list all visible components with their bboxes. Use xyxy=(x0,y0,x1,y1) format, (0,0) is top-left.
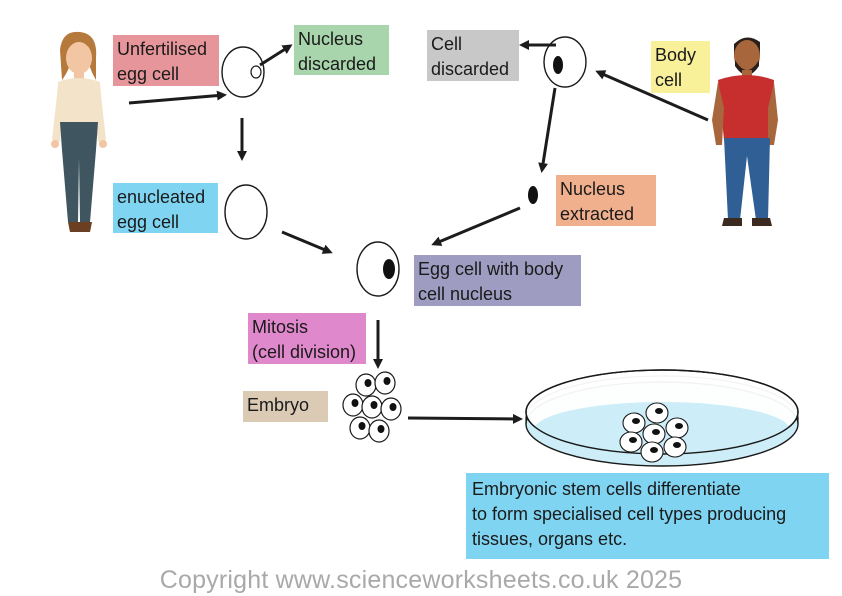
label-egg-cell-with-body-nucleus: Egg cell with body cell nucleus xyxy=(414,255,581,306)
stem-cell xyxy=(640,441,664,463)
arrow-egg-to-nucleus-discarded xyxy=(259,44,293,67)
embryo-cluster xyxy=(342,371,402,443)
label-embryo: Embryo xyxy=(243,391,328,422)
arrow-nucleus-to-fused xyxy=(431,206,521,246)
man-figure xyxy=(712,37,778,226)
label-unfertilised-egg-cell: Unfertilised egg cell xyxy=(113,35,219,86)
label-line: Cell xyxy=(431,34,463,54)
stem-cell-cluster xyxy=(619,402,689,463)
enucleated-egg-cell xyxy=(224,184,268,240)
label-line: Nucleus xyxy=(560,179,626,199)
embryo-cell xyxy=(380,397,402,421)
stem-cell xyxy=(663,436,687,458)
label-line: discarded xyxy=(298,54,377,74)
egg-cell-with-body-nucleus xyxy=(356,241,400,297)
label-line: Nucleus xyxy=(298,29,364,49)
label-line: egg cell xyxy=(117,212,180,232)
unfertilised-egg-cell xyxy=(221,46,265,98)
label-line: discarded xyxy=(431,59,510,79)
label-stem-cells: Embryonic stem cells differentiate to fo… xyxy=(466,473,829,559)
label-line: cell nucleus xyxy=(418,284,513,304)
label-line: enucleated xyxy=(117,187,206,207)
arrow-enucleated-to-fused xyxy=(281,230,333,254)
label-nucleus-extracted: Nucleus extracted xyxy=(556,175,656,226)
label-line: Embryonic stem cells differentiate xyxy=(472,479,741,499)
stem-cell xyxy=(619,431,643,453)
label-line: Body xyxy=(655,45,697,65)
label-nucleus-discarded: Nucleus discarded xyxy=(294,25,389,75)
extracted-nucleus xyxy=(528,186,538,204)
copyright-footer: Copyright www.scienceworksheets.co.uk 20… xyxy=(159,566,683,594)
label-line: tissues, organs etc. xyxy=(472,529,628,549)
woman-figure xyxy=(51,31,107,232)
arrow-woman-to-egg xyxy=(128,90,227,105)
stem-cell xyxy=(645,402,669,424)
label-body-cell: Body cell xyxy=(651,41,710,93)
label-line: Embryo xyxy=(247,395,310,415)
label-line: extracted xyxy=(560,204,635,224)
embryo-cell xyxy=(355,373,377,397)
label-line: egg cell xyxy=(117,64,180,84)
label-line: (cell division) xyxy=(252,342,357,362)
embryo-cell xyxy=(368,419,390,443)
body-cell-discarded xyxy=(543,36,587,88)
label-enucleated-egg-cell: enucleated egg cell xyxy=(113,183,218,233)
arrow-body-cell-to-nucleus xyxy=(538,87,557,173)
embryo-cell xyxy=(374,371,396,395)
label-line: Egg cell with body xyxy=(418,259,564,279)
label-line: cell xyxy=(655,70,683,90)
arrow-embryo-to-dish xyxy=(407,413,523,424)
label-line: to form specialised cell types producing xyxy=(472,504,787,524)
arrows xyxy=(128,40,709,424)
embryo-cell xyxy=(349,416,371,440)
stem-cell xyxy=(622,412,646,434)
embryo-cell xyxy=(361,395,383,419)
label-cell-discarded: Cell discarded xyxy=(427,30,519,81)
stem-cell xyxy=(665,417,689,439)
label-line: Mitosis xyxy=(252,317,309,337)
label-line: Unfertilised xyxy=(117,39,208,59)
arrow-man-to-body-cell xyxy=(595,70,709,122)
label-mitosis: Mitosis (cell division) xyxy=(248,313,366,364)
embryo-cell xyxy=(342,393,364,417)
stem-cell xyxy=(642,423,666,445)
